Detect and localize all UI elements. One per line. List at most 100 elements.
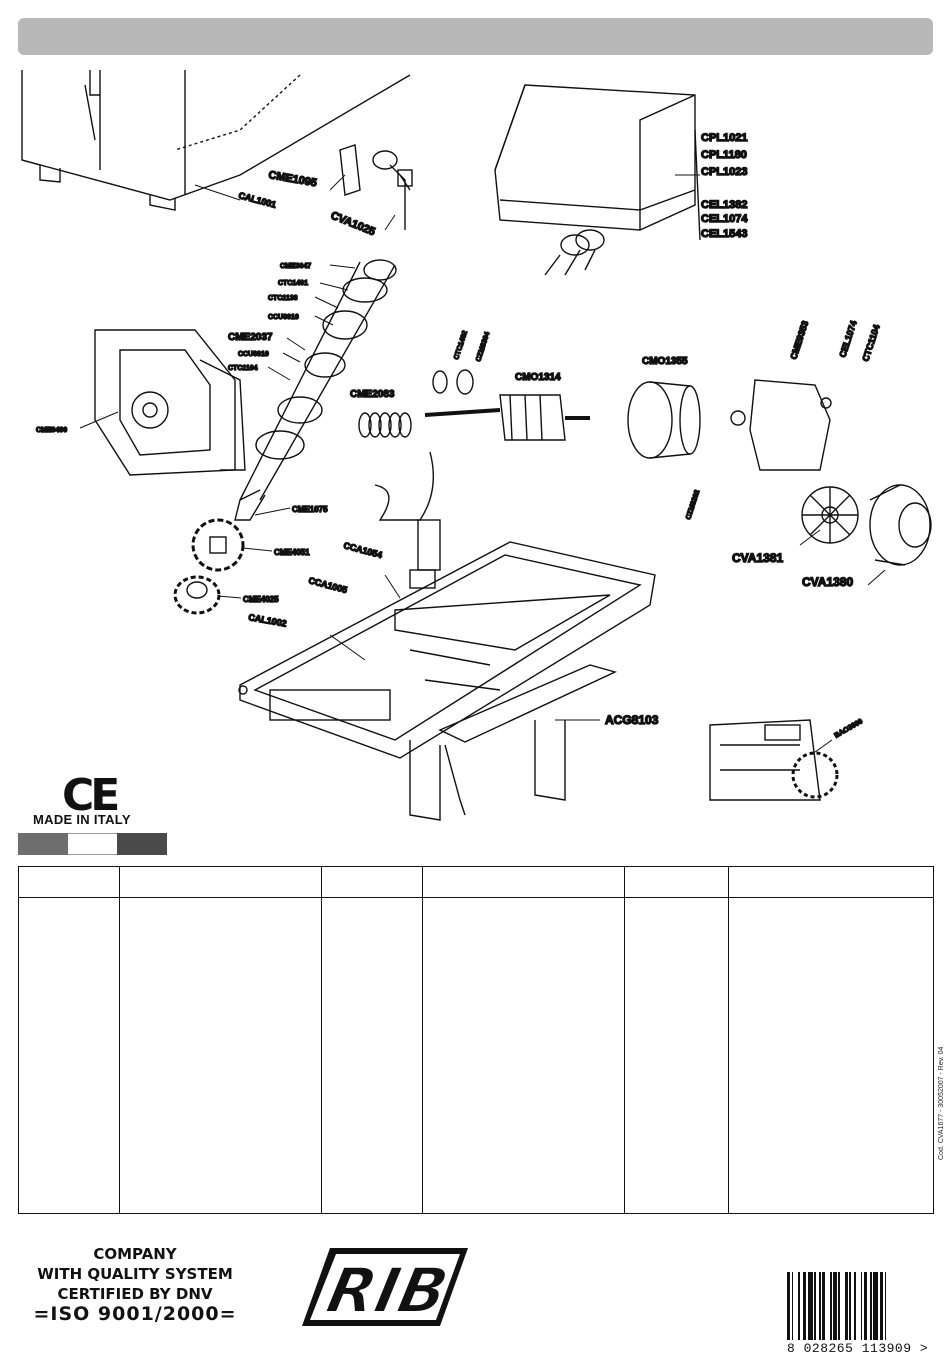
label-cal1001: CAL1001 — [237, 190, 277, 210]
base-plate — [238, 541, 656, 759]
label-cva1380: CVA1380 — [802, 575, 853, 589]
flag-band-right — [117, 833, 168, 855]
label-cme9353: CME9353 — [788, 319, 810, 360]
barcode-bar — [849, 1272, 851, 1340]
header-bar — [18, 18, 933, 55]
table-cell — [18, 897, 120, 1214]
label-cpl1180: CPL1180 — [701, 149, 747, 161]
barcode-bar — [807, 1272, 813, 1340]
label-ccu6010-b: CCU6010 — [238, 351, 269, 358]
table-header-cell — [321, 866, 423, 898]
bearing-1 — [432, 370, 448, 394]
barcode-bar — [838, 1272, 840, 1340]
label-cme1075: CME1075 — [292, 505, 328, 514]
motor-end-cap — [730, 379, 832, 471]
table-cell — [321, 897, 423, 1214]
iso-standard: =ISO 9001/2000= — [33, 1303, 237, 1325]
ce-mark: CE — [62, 770, 120, 821]
quality-certification: COMPANY WITH QUALITY SYSTEM CERTIFIED BY… — [30, 1244, 240, 1324]
label-cel1543: CEL1543 — [701, 228, 747, 240]
parts-table — [18, 866, 934, 1214]
label-ctc1401: CTC1401 — [278, 280, 308, 287]
label-czm6304: CZM6304 — [475, 331, 491, 362]
gearbox — [94, 329, 246, 476]
label-acg8103: ACG8103 — [605, 713, 659, 727]
made-in-italy-text: MADE IN ITALY — [33, 812, 131, 827]
limit-bracket — [374, 451, 441, 589]
barcode-bar — [873, 1272, 879, 1340]
barcode-number: 8 028265 113909 > — [787, 1341, 929, 1356]
flag-band-middle — [67, 833, 118, 855]
label-ccu6010-a: CCU6010 — [268, 314, 299, 321]
barcode-bar — [803, 1272, 807, 1340]
label-cme1095: CME1095 — [267, 169, 317, 189]
leader-lines — [79, 174, 886, 753]
label-cpl1021: CPL1021 — [701, 132, 747, 144]
document-code: Cod. CVA1677 - 30052007 - Rev. 04 — [938, 1046, 945, 1160]
table-cell — [422, 897, 625, 1214]
label-czm6202: CZM6202 — [685, 489, 701, 520]
rib-logo: RIB — [302, 1248, 468, 1328]
table-header-cell — [624, 866, 729, 898]
label-cel1382: CEL1382 — [701, 199, 747, 211]
label-cme4051: CME4051 — [274, 548, 310, 557]
label-cmo1355: CMO1355 — [642, 356, 688, 367]
barcode-bar — [822, 1272, 826, 1340]
label-cme9400: CME9400 — [36, 427, 67, 434]
label-cel1074-right: CEL1074 — [837, 319, 858, 358]
rotor — [424, 394, 590, 441]
table-row — [18, 897, 934, 1214]
fan-cover — [869, 484, 932, 566]
table-header-cell — [18, 866, 120, 898]
label-cme2037: CME2037 — [228, 332, 273, 343]
table-cell — [119, 897, 322, 1214]
label-ctc1402: CTC1402 — [453, 330, 469, 361]
italy-flag — [18, 833, 168, 855]
label-cal1002: CAL1002 — [248, 612, 288, 629]
label-cmo1314: CMO1314 — [515, 372, 561, 383]
barcode-bar — [791, 1272, 794, 1340]
barcode-bar — [830, 1272, 832, 1340]
barcode-bar — [814, 1272, 816, 1340]
label-cme4025: CME4025 — [243, 595, 279, 604]
lock-assembly — [339, 144, 413, 230]
label-cva1381: CVA1381 — [732, 551, 783, 565]
spring — [358, 412, 412, 438]
gear-cme4025 — [173, 575, 221, 615]
label-ctc1136: CTC1136 — [268, 295, 298, 302]
table-header-cell — [728, 866, 934, 898]
cover-housing — [21, 70, 411, 211]
table-cell — [624, 897, 729, 1214]
barcode-bar — [844, 1272, 848, 1340]
barcode-bar — [863, 1272, 867, 1340]
barcode — [787, 1272, 927, 1344]
shaft-stack — [234, 259, 397, 521]
barcode-bar — [860, 1272, 863, 1340]
label-ctc1104-left: CTC1104 — [228, 365, 258, 372]
flag-band-left — [18, 833, 68, 855]
barcode-bar — [798, 1272, 800, 1340]
label-cme3047: CME3047 — [280, 263, 311, 270]
table-header-cell — [422, 866, 625, 898]
barcode-bar — [819, 1272, 821, 1340]
label-cpl1023: CPL1023 — [701, 166, 747, 178]
label-cca1054: CCA1054 — [342, 540, 383, 560]
barcode-bar — [833, 1272, 837, 1340]
table-header-cell — [119, 866, 322, 898]
quality-line-1: COMPANY — [93, 1245, 177, 1263]
bearing-2 — [456, 369, 474, 395]
stator — [627, 381, 701, 459]
quality-line-2: WITH QUALITY SYSTEM — [37, 1265, 233, 1283]
label-cme2083: CME2083 — [350, 389, 395, 400]
barcode-bar — [870, 1272, 872, 1340]
barcode-bar — [884, 1272, 887, 1340]
label-cel1074-top: CEL1074 — [701, 213, 748, 225]
barcode-bar — [879, 1272, 883, 1340]
table-cell — [728, 897, 934, 1214]
foundation-plate — [409, 664, 618, 821]
table-header-row — [18, 866, 934, 898]
bao-board — [709, 719, 839, 801]
label-ctc1104-right: CTC1104 — [860, 323, 881, 362]
exploded-parts-drawing: CME1095 CVA1025 CAL1001 CPL1021 CPL1180 … — [21, 70, 932, 821]
svg-text:RIB: RIB — [321, 1255, 454, 1327]
